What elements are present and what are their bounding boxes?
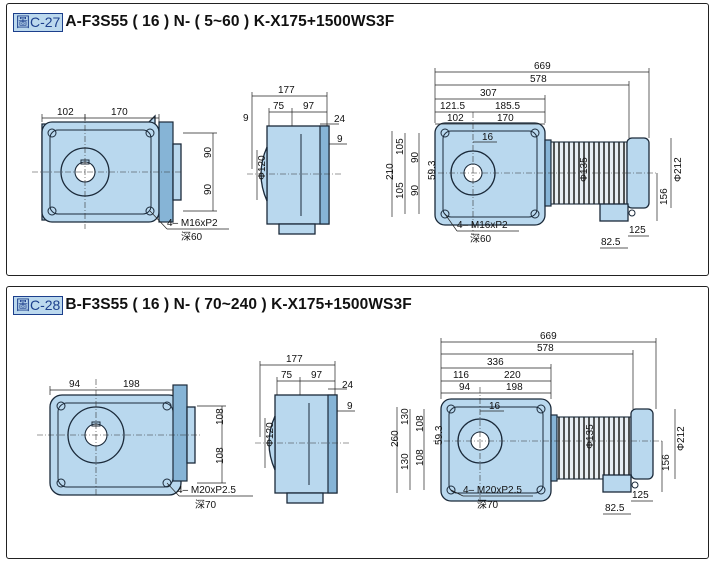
assembly-view: 669 578 336 116 220 94 198 16 260 130 13… [390, 331, 687, 515]
dim-90a: 90 [410, 151, 421, 163]
front-thread-label: 4– M16xP2 [167, 218, 218, 229]
front-view: 94 198 108 108 4– M20xP2.5 深70 [37, 379, 253, 511]
dim-side-d: 24 [334, 114, 346, 125]
front-thread-label: 4– M20xP2.5 [177, 485, 236, 496]
dim-side-b: 97 [311, 370, 323, 381]
dim-shaft-dia: Φ135 [579, 157, 590, 182]
front-depth-label: 深70 [195, 499, 217, 511]
dim-front-right: 198 [123, 379, 140, 390]
dim-669: 669 [540, 331, 557, 342]
dim-shaft-dia: Φ135 [585, 424, 596, 449]
dim-side-e: 9 [337, 134, 343, 145]
side-view: 177 75 97 9 24 9 Φ120 [243, 85, 347, 235]
model-code: A-F3S55 ( 16 ) N- ( 5~60 ) K-X175+1500WS… [65, 13, 395, 30]
dim-170: 198 [506, 382, 523, 393]
dim-side-b: 97 [303, 101, 315, 112]
dim-motor-dia: Φ212 [673, 157, 684, 182]
dim-front-h-bottom: 90 [203, 183, 214, 195]
dim-185: 185.5 [495, 101, 520, 112]
dim-307: 336 [487, 357, 504, 368]
dim-121: 121.5 [440, 101, 465, 112]
dim-front-h-bottom: 108 [215, 447, 226, 464]
dim-90a: 108 [415, 415, 426, 432]
dim-side-a: 75 [281, 370, 293, 381]
dim-210: 260 [390, 430, 401, 447]
dim-side-d: 24 [342, 380, 354, 391]
dim-side-total: 177 [278, 85, 295, 96]
assembly-view: 669 578 307 121.5 185.5 102 170 16 210 1… [385, 61, 684, 249]
figure-badge: 圖C-27 [13, 12, 64, 32]
dim-185: 220 [504, 370, 521, 381]
dim-578: 578 [530, 74, 547, 85]
panel-title: 圖C-28 B-F3S55 ( 16 ) N- ( 70~240 ) K-X17… [13, 294, 412, 316]
figure-badge: 圖C-28 [13, 295, 64, 315]
dim-669: 669 [534, 61, 551, 72]
dim-front-left: 94 [69, 379, 81, 390]
technical-drawing: 102 170 90 90 4– M16xP2 深60 177 75 97 9 [32, 61, 684, 249]
dim-578: 578 [537, 343, 554, 354]
dim-key-16: 16 [489, 401, 501, 412]
drawing-panel-c27: 圖C-27 A-F3S55 ( 16 ) N- ( 5~60 ) K-X175+… [6, 3, 709, 276]
side-view: 177 75 97 24 9 Φ120 [255, 354, 355, 504]
dim-82: 82.5 [605, 503, 625, 514]
dim-82: 82.5 [601, 237, 621, 248]
dim-side-e: 9 [347, 401, 353, 412]
dim-front-right: 170 [111, 107, 128, 118]
technical-drawing: 94 198 108 108 4– M20xP2.5 深70 177 75 97 [37, 331, 687, 515]
dim-59: 59.3 [427, 160, 438, 180]
dim-front-h-top: 108 [215, 408, 226, 425]
dim-side-total: 177 [286, 354, 303, 365]
front-depth-label: 深60 [181, 231, 203, 243]
dim-156: 156 [659, 188, 670, 205]
dim-102: 102 [447, 113, 464, 124]
dim-105b: 130 [400, 453, 411, 470]
full-depth-label: 深70 [477, 499, 499, 511]
dim-motor-dia: Φ212 [676, 426, 687, 451]
panel-title: 圖C-27 A-F3S55 ( 16 ) N- ( 5~60 ) K-X175+… [13, 11, 394, 33]
dim-key-16: 16 [482, 132, 494, 143]
dim-125: 125 [629, 225, 646, 236]
dim-front-h-top: 90 [203, 146, 214, 158]
dim-307: 307 [480, 88, 497, 99]
dim-side-a: 75 [273, 101, 285, 112]
full-thread-label: 4– M20xP2.5 [463, 485, 522, 496]
dim-125: 125 [632, 490, 649, 501]
dim-90b: 90 [410, 184, 421, 196]
full-depth-label: 深60 [470, 233, 492, 245]
dim-210: 210 [385, 163, 396, 180]
dim-105a: 130 [400, 408, 411, 425]
drawing-panel-c28: 圖C-28 B-F3S55 ( 16 ) N- ( 70~240 ) K-X17… [6, 286, 709, 559]
dim-121: 116 [453, 370, 469, 381]
full-thread-label: 4– M16xP2 [457, 220, 508, 231]
dim-front-left: 102 [57, 107, 74, 118]
dim-102: 94 [459, 382, 471, 393]
dim-105b: 105 [395, 182, 406, 199]
dim-105a: 105 [395, 138, 406, 155]
dim-side-dia: Φ120 [257, 155, 268, 180]
dim-side-dia: Φ120 [265, 422, 276, 447]
dim-90b: 108 [415, 449, 426, 466]
dim-59: 59.3 [434, 425, 445, 445]
model-code: B-F3S55 ( 16 ) N- ( 70~240 ) K-X175+1500… [65, 296, 412, 313]
dim-170: 170 [497, 113, 514, 124]
dim-side-c: 9 [243, 113, 249, 124]
dim-156: 156 [661, 454, 672, 471]
front-view: 102 170 90 90 4– M16xP2 深60 [32, 107, 229, 243]
